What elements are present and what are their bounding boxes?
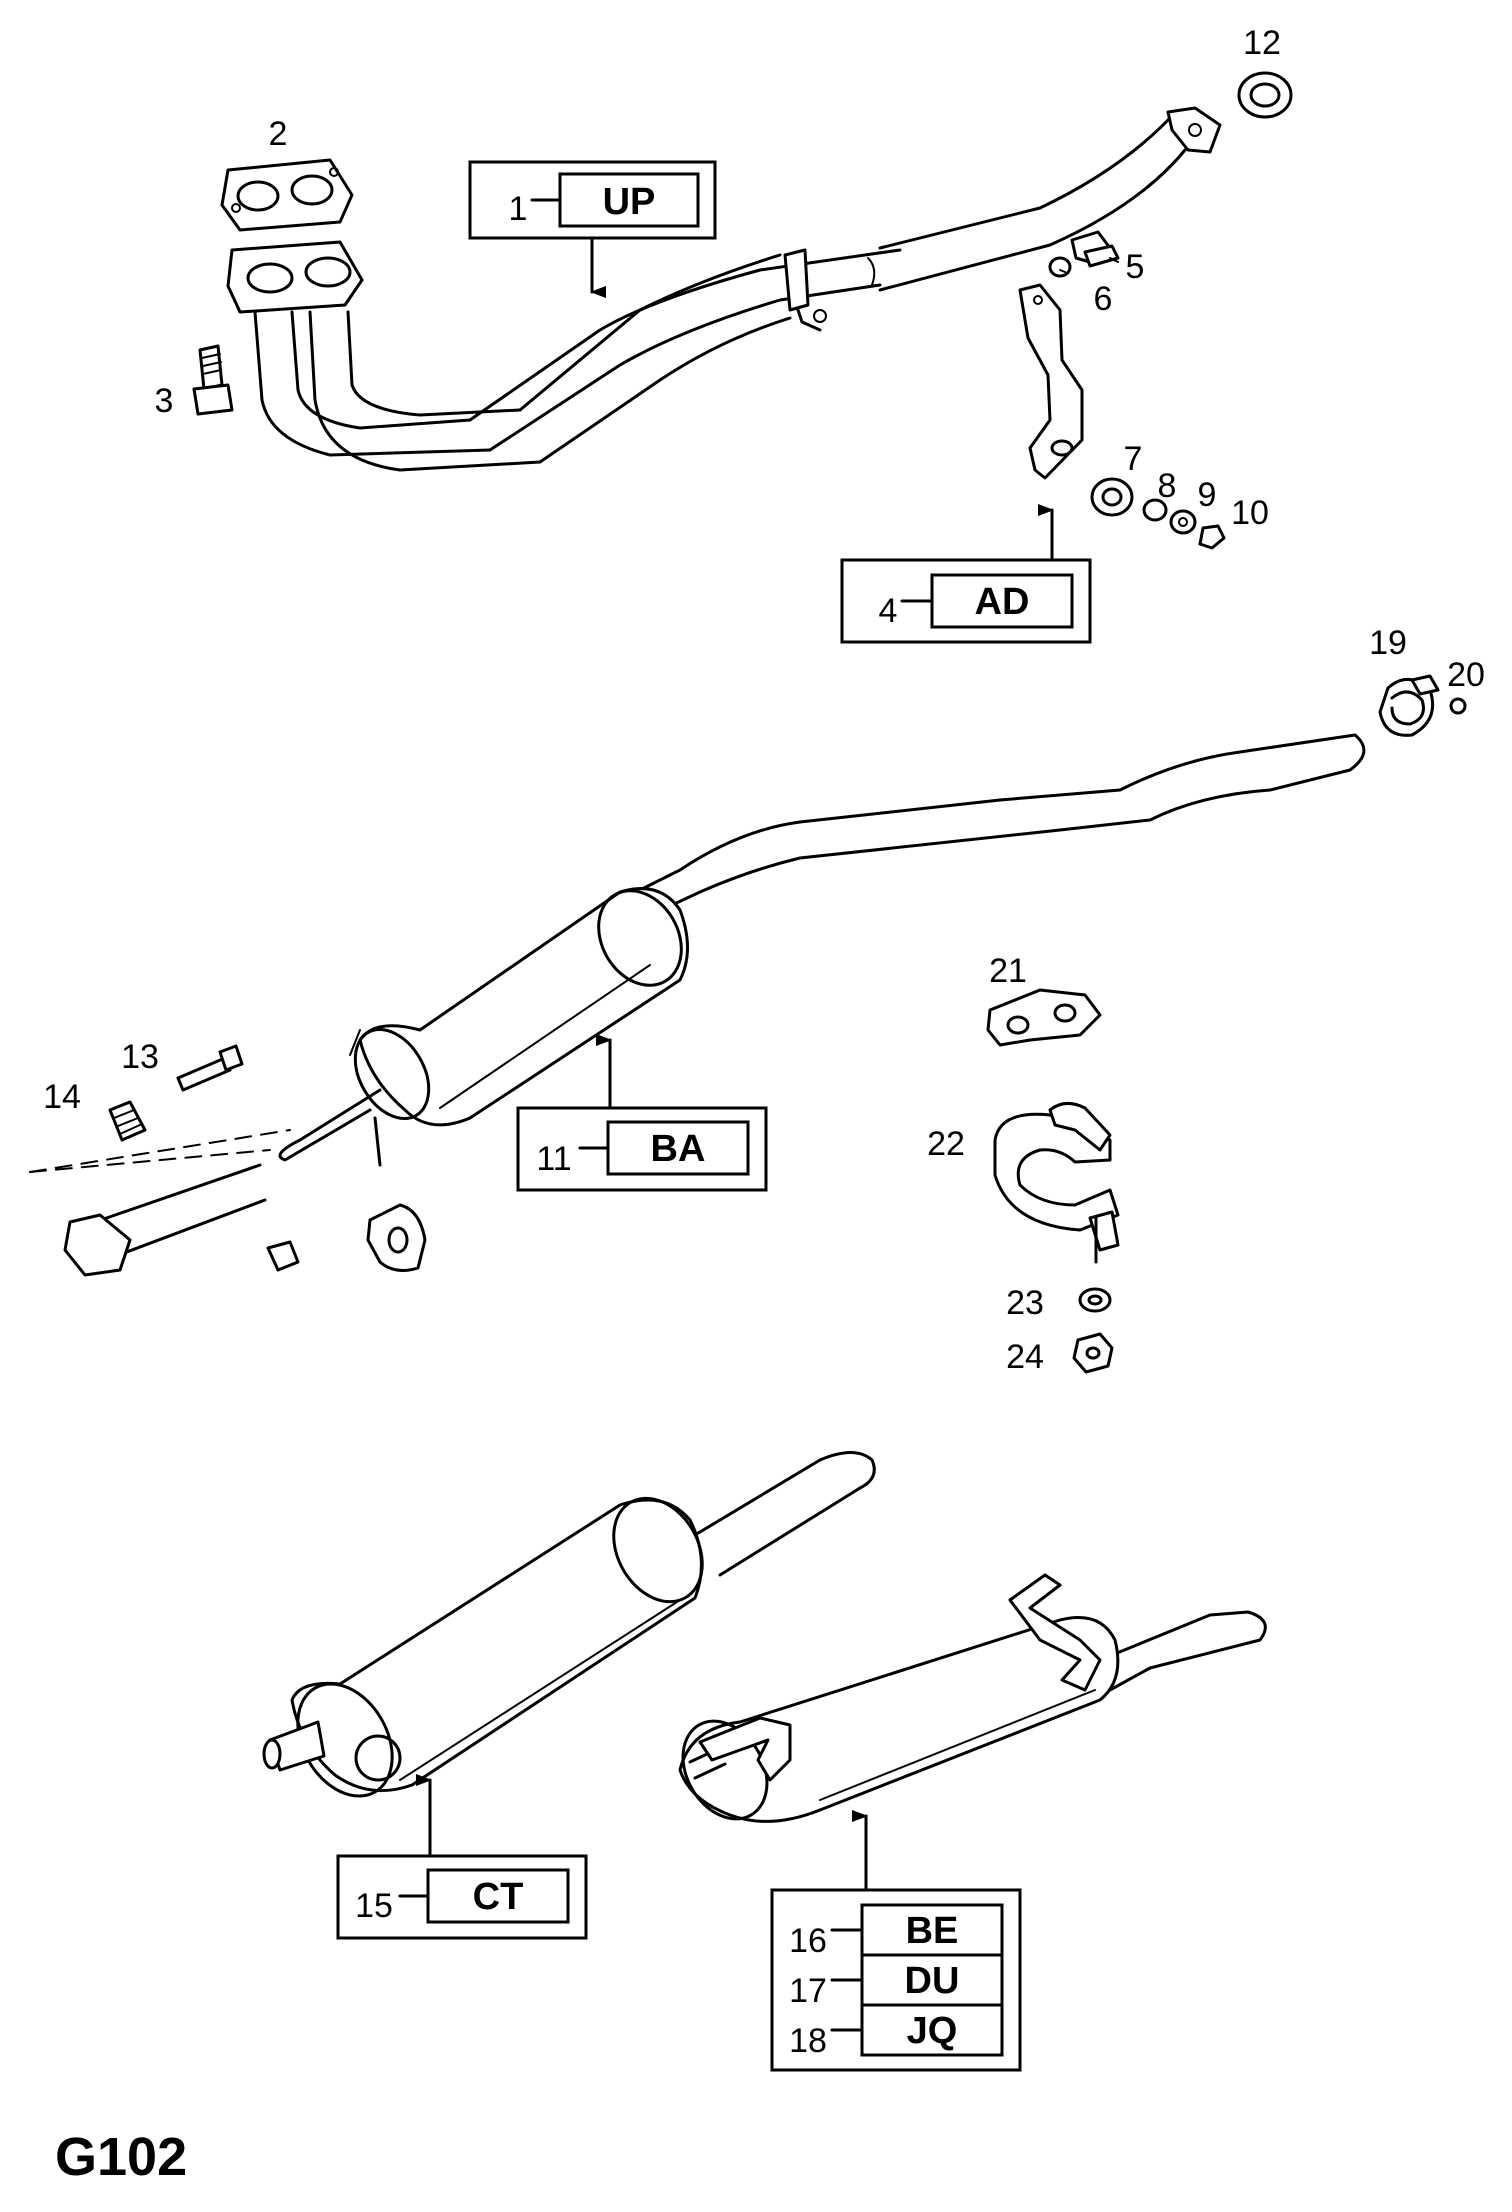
code-be: BE bbox=[906, 1910, 959, 1952]
rear-silencer-be bbox=[678, 1573, 1267, 1823]
part-number-18: 18 bbox=[789, 2022, 827, 2060]
leader-line bbox=[1059, 269, 1066, 273]
code-du: DU bbox=[905, 1960, 960, 2002]
flange-bolt bbox=[192, 344, 234, 416]
leader-line bbox=[1109, 257, 1119, 263]
sealing-ring bbox=[1237, 71, 1293, 119]
rubber-mount-kit bbox=[1090, 477, 1226, 550]
bracket-bolt bbox=[1048, 230, 1120, 278]
nut bbox=[1072, 1332, 1114, 1374]
callout-ad: 4 AD bbox=[840, 504, 1092, 644]
code-ad: AD bbox=[975, 581, 1030, 623]
callout-up: 1 UP bbox=[468, 160, 717, 298]
part-number-22: 22 bbox=[927, 1125, 965, 1163]
part-number-9: 9 bbox=[1198, 476, 1217, 514]
part-number-13: 13 bbox=[121, 1038, 159, 1076]
manifold-gasket bbox=[220, 158, 354, 232]
part-number-5: 5 bbox=[1126, 248, 1145, 286]
part-number-3: 3 bbox=[155, 382, 174, 420]
code-ct: CT bbox=[473, 1876, 524, 1918]
part-number-16: 16 bbox=[789, 1922, 827, 1960]
code-jq: JQ bbox=[907, 2010, 958, 2052]
part-number-10: 10 bbox=[1231, 494, 1269, 532]
part-number-15: 15 bbox=[355, 1887, 393, 1925]
center-silencer-section: 19 20 21 22 23 24 13 14 11 BA bbox=[29, 624, 1485, 1376]
pipe-bracket bbox=[1018, 283, 1084, 480]
part-number-1: 1 bbox=[509, 190, 528, 228]
part-number-4: 4 bbox=[879, 592, 898, 630]
part-number-17: 17 bbox=[789, 1972, 827, 2010]
part-number-23: 23 bbox=[1006, 1284, 1044, 1322]
rear-silencer-ct bbox=[262, 1451, 876, 1798]
part-number-14: 14 bbox=[43, 1078, 81, 1116]
pipe-clamp bbox=[1378, 674, 1467, 737]
part-number-12: 12 bbox=[1243, 24, 1281, 62]
part-number-19: 19 bbox=[1369, 624, 1407, 662]
part-number-2: 2 bbox=[269, 115, 288, 153]
part-number-20: 20 bbox=[1447, 656, 1485, 694]
code-up: UP bbox=[603, 181, 656, 223]
front-exhaust-pipe bbox=[226, 106, 1222, 472]
part-number-24: 24 bbox=[1006, 1338, 1044, 1376]
rear-silencer-section: 15 CT 16 17 18 BE DU JQ bbox=[262, 1451, 1267, 2072]
part-number-21: 21 bbox=[989, 952, 1027, 990]
intermediate-pipe bbox=[29, 733, 1366, 1277]
callout-ba: 11 BA bbox=[516, 1034, 768, 1192]
diagram-reference: G102 bbox=[55, 2127, 187, 2187]
washer bbox=[1078, 1287, 1112, 1313]
callout-be-du-jq: 16 17 18 BE DU JQ bbox=[770, 1810, 1022, 2072]
u-clamp bbox=[993, 1102, 1120, 1264]
rubber-mount bbox=[986, 988, 1102, 1047]
front-pipe-section: 2 12 3 5 6 7 8 9 10 1 UP 4 AD bbox=[155, 24, 1293, 644]
callout-ct: 15 CT bbox=[336, 1774, 588, 1940]
code-ba: BA bbox=[651, 1128, 706, 1170]
part-number-8: 8 bbox=[1158, 467, 1177, 505]
part-number-6: 6 bbox=[1094, 280, 1113, 318]
part-number-7: 7 bbox=[1124, 440, 1143, 478]
part-number-11: 11 bbox=[536, 1140, 571, 1178]
